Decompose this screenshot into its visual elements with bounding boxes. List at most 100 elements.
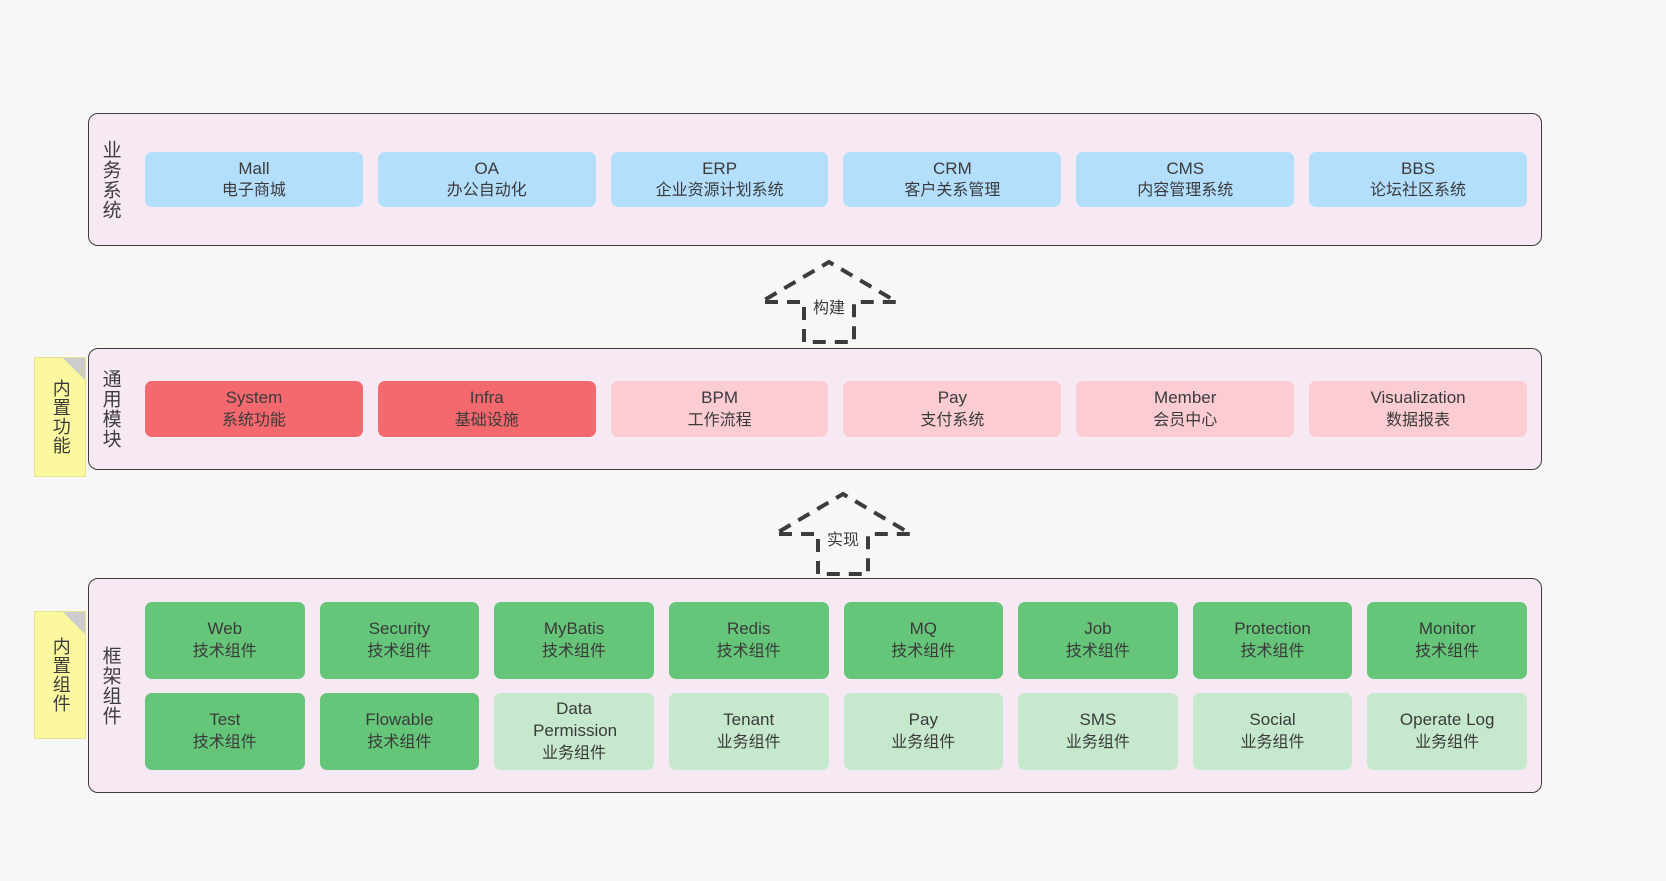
card-protection[interactable]: Protection 技术组件 — [1192, 601, 1353, 679]
layer-title-common-module: 通用模块 — [99, 369, 121, 449]
card-title: Pay — [908, 710, 938, 730]
card-title: Operate Log — [1399, 710, 1495, 730]
card-subtitle: 技术组件 — [891, 642, 956, 660]
card-title: SMS — [1079, 710, 1117, 730]
card-title: CMS — [1166, 158, 1205, 178]
card-title: Visualization — [1370, 388, 1466, 408]
card-title: Web — [207, 619, 243, 639]
card-subtitle: 论坛社区系统 — [1370, 182, 1467, 200]
card-subtitle: 技术组件 — [192, 642, 257, 660]
card-tenant[interactable]: Tenant 业务组件 — [668, 692, 829, 770]
card-subtitle: 会员中心 — [1153, 411, 1218, 429]
card-web[interactable]: Web 技术组件 — [145, 601, 305, 679]
card-subtitle: 内容管理系统 — [1137, 182, 1234, 200]
card-mall[interactable]: Mall 电子商城 — [145, 151, 363, 208]
card-row: Test 技术组件 Flowable 技术组件 Data Permission … — [145, 692, 1527, 770]
card-title: Job — [1084, 619, 1112, 639]
card-subtitle: 业务组件 — [1415, 733, 1480, 751]
card-title: Redis — [726, 619, 771, 639]
card-security[interactable]: Security 技术组件 — [319, 601, 480, 679]
card-subtitle: 技术组件 — [1415, 642, 1480, 660]
card-subtitle: 基础设施 — [454, 411, 519, 429]
card-system[interactable]: System 系统功能 — [145, 381, 363, 437]
sticky-note-label: 内置功能 — [50, 379, 71, 455]
card-test[interactable]: Test 技术组件 — [145, 692, 305, 770]
card-subtitle: 业务组件 — [1065, 733, 1130, 751]
card-operate-log[interactable]: Operate Log 业务组件 — [1367, 692, 1527, 770]
layer-title-business-system: 业务系统 — [99, 139, 121, 220]
card-sms[interactable]: SMS 业务组件 — [1018, 692, 1178, 770]
card-monitor[interactable]: Monitor 技术组件 — [1367, 601, 1527, 679]
card-title: BBS — [1401, 158, 1436, 178]
card-title: Protection — [1234, 619, 1311, 639]
card-subtitle: 业务组件 — [716, 733, 781, 751]
card-subtitle: 客户关系管理 — [904, 182, 1001, 200]
card-subtitle: 技术组件 — [192, 733, 257, 751]
card-subtitle: 技术组件 — [367, 642, 432, 660]
layer-framework-component: 框架组件 Web 技术组件 Security 技术组件 MyBatis 技术组件… — [88, 578, 1542, 793]
card-title: Mall — [238, 158, 270, 178]
card-subtitle: 系统功能 — [221, 411, 286, 429]
card-bpm[interactable]: BPM 工作流程 — [610, 381, 829, 437]
card-redis[interactable]: Redis 技术组件 — [668, 601, 829, 679]
card-title: Monitor — [1418, 619, 1476, 639]
card-subtitle: 技术组件 — [1065, 642, 1130, 660]
card-title: OA — [474, 158, 500, 178]
card-title: Data Permission — [533, 698, 618, 741]
card-member[interactable]: Member 会员中心 — [1076, 381, 1295, 437]
layer-body-framework-component: Web 技术组件 Security 技术组件 MyBatis 技术组件 Redi… — [131, 579, 1541, 792]
card-subtitle: 技术组件 — [542, 642, 607, 660]
card-title: Infra — [469, 388, 504, 408]
card-subtitle: 工作流程 — [687, 411, 752, 429]
card-title: Member — [1154, 388, 1217, 408]
build-arrow-label: 构建 — [812, 300, 846, 317]
card-row: Mall 电子商城 OA 办公自动化 ERP 企业资源计划系统 CRM 客户关系… — [145, 151, 1527, 208]
card-subtitle: 支付系统 — [920, 411, 985, 429]
card-subtitle: 办公自动化 — [446, 182, 527, 200]
card-infra[interactable]: Infra 基础设施 — [377, 381, 596, 437]
card-oa[interactable]: OA 办公自动化 — [377, 151, 596, 208]
layer-common-module: 通用模块 System 系统功能 Infra 基础设施 BPM 工作流程 Pay… — [88, 348, 1542, 470]
card-title: Flowable — [365, 710, 434, 730]
layer-title-framework-component: 框架组件 — [99, 645, 121, 726]
card-subtitle: 数据报表 — [1386, 411, 1451, 429]
card-subtitle: 企业资源计划系统 — [655, 182, 784, 200]
card-subtitle: 业务组件 — [542, 744, 607, 762]
layer-business-system: 业务系统 Mall 电子商城 OA 办公自动化 ERP 企业资源计划系统 CRM… — [88, 113, 1542, 246]
note-fold-icon — [63, 612, 85, 634]
build-arrow: 构建 — [753, 258, 905, 344]
note-fold-icon — [63, 358, 85, 380]
card-title: ERP — [702, 158, 738, 178]
card-subtitle: 业务组件 — [1240, 733, 1305, 751]
card-social[interactable]: Social 业务组件 — [1192, 692, 1353, 770]
card-title: MQ — [909, 619, 937, 639]
card-title: Social — [1249, 710, 1296, 730]
card-title: MyBatis — [543, 619, 605, 639]
card-title: CRM — [933, 158, 972, 178]
sticky-note-builtin-feature: 内置功能 — [34, 357, 86, 477]
card-bbs[interactable]: BBS 论坛社区系统 — [1309, 151, 1527, 208]
card-flowable[interactable]: Flowable 技术组件 — [319, 692, 480, 770]
card-row: System 系统功能 Infra 基础设施 BPM 工作流程 Pay 支付系统… — [145, 381, 1527, 437]
card-title: Tenant — [723, 710, 775, 730]
card-job[interactable]: Job 技术组件 — [1018, 601, 1178, 679]
card-subtitle: 技术组件 — [1240, 642, 1305, 660]
sticky-note-label: 内置组件 — [50, 637, 71, 713]
card-data-permission[interactable]: Data Permission 业务组件 — [494, 692, 654, 770]
card-pay-component[interactable]: Pay 业务组件 — [843, 692, 1004, 770]
card-mq[interactable]: MQ 技术组件 — [843, 601, 1004, 679]
card-erp[interactable]: ERP 企业资源计划系统 — [610, 151, 829, 208]
card-crm[interactable]: CRM 客户关系管理 — [843, 151, 1062, 208]
card-cms[interactable]: CMS 内容管理系统 — [1076, 151, 1295, 208]
card-row: Web 技术组件 Security 技术组件 MyBatis 技术组件 Redi… — [145, 601, 1527, 679]
card-visualization[interactable]: Visualization 数据报表 — [1309, 381, 1527, 437]
layer-body-common-module: System 系统功能 Infra 基础设施 BPM 工作流程 Pay 支付系统… — [131, 349, 1541, 469]
implement-arrow: 实现 — [767, 490, 919, 576]
card-title: Security — [368, 619, 431, 639]
card-title: System — [225, 388, 283, 408]
card-mybatis[interactable]: MyBatis 技术组件 — [494, 601, 654, 679]
card-title: BPM — [701, 388, 738, 408]
card-title: Pay — [937, 388, 968, 408]
card-subtitle: 技术组件 — [367, 733, 432, 751]
card-pay[interactable]: Pay 支付系统 — [843, 381, 1062, 437]
